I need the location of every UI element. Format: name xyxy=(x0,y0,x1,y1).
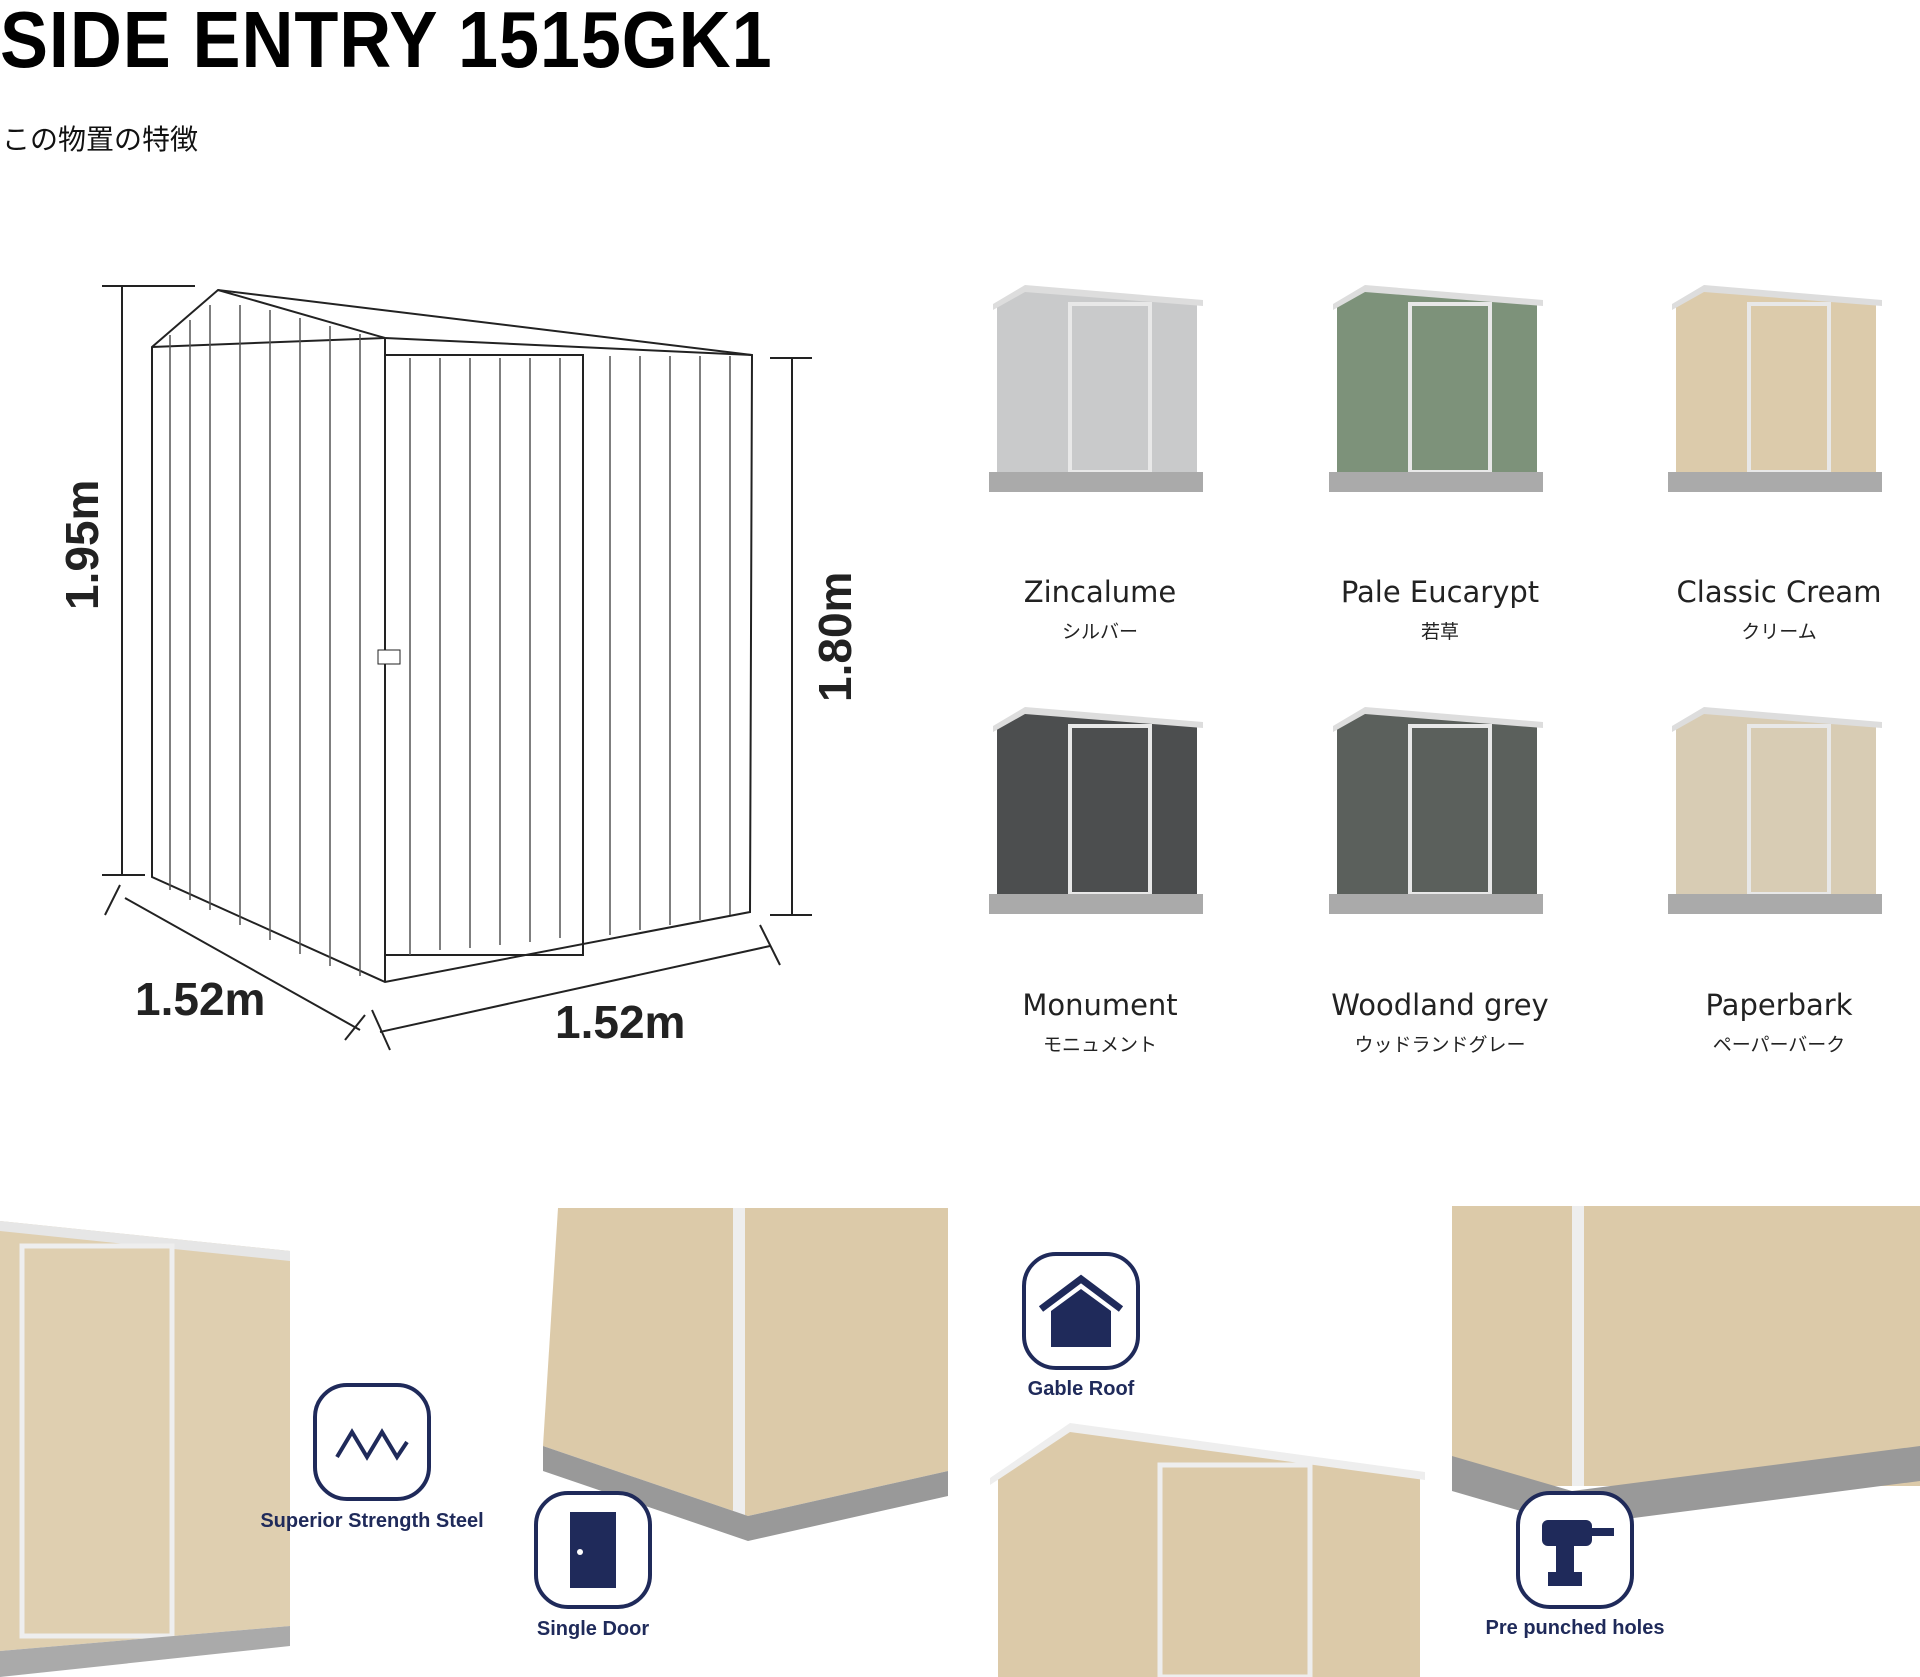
shed-line-drawing xyxy=(102,285,812,1051)
color-swatch-image[interactable] xyxy=(985,704,1215,944)
color-name: Monument xyxy=(1022,988,1178,1022)
color-swatch-image[interactable] xyxy=(985,282,1215,522)
feature-panel-holes xyxy=(1452,1206,1920,1546)
dimension-depth: 1.52m xyxy=(135,973,266,1025)
color-swatch-image[interactable] xyxy=(1664,282,1894,522)
feature-label: Single Door xyxy=(536,1618,650,1640)
color-option[interactable]: Monument モニュメント xyxy=(945,988,1255,1057)
door-latch-icon xyxy=(377,649,401,665)
drill-icon xyxy=(1516,1491,1634,1609)
color-name: Zincalume xyxy=(1023,575,1177,609)
color-name-jp: シルバー xyxy=(1061,621,1138,643)
color-name-jp: モニュメント xyxy=(1042,1034,1157,1056)
feature-panel-roof xyxy=(990,1420,1430,1677)
feature-label: Pre punched holes xyxy=(1485,1617,1665,1639)
page-subtitle: この物置の特徴 xyxy=(2,123,199,156)
color-name: Paperbark xyxy=(1705,988,1853,1022)
color-swatch-image[interactable] xyxy=(1325,704,1555,944)
dimension-height-total: 1.95m xyxy=(56,479,108,610)
color-swatch-image[interactable] xyxy=(1325,282,1555,522)
color-name: Pale Eucarypt xyxy=(1340,575,1540,609)
color-option[interactable]: Woodland grey ウッドランドグレー xyxy=(1285,988,1595,1057)
color-name-jp: ウッドランドグレー xyxy=(1354,1034,1526,1056)
color-name-jp: 若草 xyxy=(1420,621,1459,643)
color-name: Woodland grey xyxy=(1331,988,1549,1022)
feature-label: Superior Strength Steel xyxy=(260,1510,484,1532)
color-option[interactable]: Pale Eucarypt 若草 xyxy=(1285,575,1595,644)
house-roof-icon xyxy=(1022,1252,1140,1370)
color-option[interactable]: Paperbark ペーパーバーク xyxy=(1624,988,1920,1057)
feature-label: Gable Roof xyxy=(1027,1378,1135,1400)
color-option[interactable]: Classic Cream クリーム xyxy=(1624,575,1920,644)
corrugated-steel-icon xyxy=(313,1383,431,1501)
page-title: SIDE ENTRY 1515GK1 xyxy=(0,0,773,84)
color-name: Classic Cream xyxy=(1676,575,1882,609)
door-icon xyxy=(534,1491,652,1609)
color-option[interactable]: Zincalume シルバー xyxy=(945,575,1255,644)
dimension-width: 1.52m xyxy=(555,996,686,1048)
color-name-jp: ペーパーバーク xyxy=(1712,1034,1846,1056)
color-name-jp: クリーム xyxy=(1741,621,1817,643)
dimension-height-wall: 1.80m xyxy=(809,571,861,702)
color-swatch-image[interactable] xyxy=(1664,704,1894,944)
feature-panel-door xyxy=(478,1206,948,1677)
